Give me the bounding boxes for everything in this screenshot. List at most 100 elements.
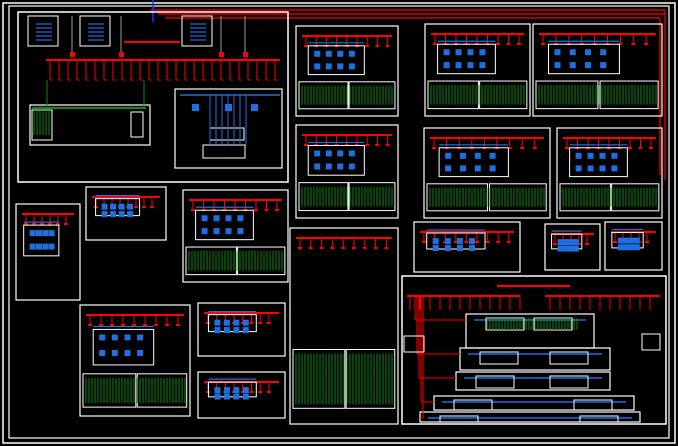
breaker-icon bbox=[258, 322, 263, 324]
distribution-tier bbox=[465, 313, 595, 349]
relay-icon bbox=[99, 349, 106, 356]
control-box bbox=[549, 351, 589, 365]
relay-icon bbox=[575, 152, 582, 159]
breaker-icon bbox=[240, 322, 245, 324]
relay-icon bbox=[569, 49, 576, 56]
breaker-icon bbox=[119, 52, 124, 57]
relay-icon bbox=[337, 50, 344, 57]
relay-icon bbox=[124, 349, 131, 356]
breaker-icon bbox=[258, 391, 263, 393]
relay-icon bbox=[127, 203, 134, 210]
terminal-box bbox=[611, 183, 660, 212]
relay-icon bbox=[623, 244, 630, 251]
relay-icon bbox=[314, 50, 321, 57]
breaker-icon bbox=[298, 247, 302, 249]
control-box bbox=[95, 198, 141, 217]
breaker-icon bbox=[191, 209, 195, 211]
relay-icon bbox=[432, 238, 439, 244]
relay-icon bbox=[214, 393, 221, 400]
breaker-icon bbox=[618, 43, 623, 45]
breaker-icon bbox=[638, 147, 643, 149]
breaker-icon bbox=[24, 223, 28, 225]
relay-icon bbox=[251, 104, 258, 111]
terminal-box bbox=[427, 80, 479, 110]
terminal-box bbox=[31, 109, 53, 141]
control-box bbox=[207, 314, 257, 333]
relay-icon bbox=[617, 237, 624, 244]
panel-frame bbox=[197, 371, 286, 419]
breaker-icon bbox=[70, 52, 75, 57]
relay-icon bbox=[600, 49, 607, 56]
breaker-icon bbox=[304, 144, 308, 146]
relay-icon bbox=[468, 245, 475, 251]
breaker-icon bbox=[385, 45, 390, 47]
drawing-inner-border bbox=[8, 5, 670, 439]
relay-icon bbox=[111, 334, 118, 341]
breaker-icon bbox=[565, 147, 569, 149]
control-box bbox=[207, 381, 257, 398]
relay-icon bbox=[48, 230, 55, 237]
relay-icon bbox=[611, 165, 618, 172]
transformer-box bbox=[79, 15, 111, 47]
relay-icon bbox=[137, 334, 144, 341]
control-box bbox=[307, 45, 365, 76]
panel-frame bbox=[604, 221, 663, 271]
main-panel-frame bbox=[17, 11, 289, 183]
breaker-icon bbox=[553, 243, 557, 245]
breaker-icon bbox=[384, 247, 389, 249]
breaker-icon bbox=[308, 247, 313, 249]
relay-icon bbox=[599, 152, 606, 159]
breaker-icon bbox=[56, 223, 60, 225]
relay-icon bbox=[225, 215, 232, 222]
relay-icon bbox=[214, 319, 221, 326]
breaker-icon bbox=[475, 241, 479, 243]
relay-icon bbox=[444, 245, 451, 251]
breaker-icon bbox=[422, 241, 426, 243]
relay-icon bbox=[48, 243, 55, 250]
control-box bbox=[23, 224, 60, 257]
breaker-icon bbox=[240, 391, 245, 393]
distribution-tier bbox=[455, 371, 611, 391]
relay-icon bbox=[233, 387, 240, 394]
control-box bbox=[439, 415, 479, 423]
relay-icon bbox=[110, 211, 117, 218]
panel-frame bbox=[424, 23, 531, 117]
panel-frame bbox=[556, 127, 663, 219]
relay-icon bbox=[479, 49, 486, 56]
relay-icon bbox=[628, 244, 635, 251]
relay-icon bbox=[459, 165, 466, 172]
distribution-panel bbox=[401, 275, 667, 425]
panel-frame bbox=[79, 304, 191, 417]
breaker-icon bbox=[432, 147, 436, 149]
relay-icon bbox=[223, 387, 230, 394]
relay-icon bbox=[575, 165, 582, 172]
breaker-icon bbox=[266, 391, 271, 393]
relay-icon bbox=[314, 63, 321, 70]
terminal-box bbox=[292, 349, 346, 409]
relay-icon bbox=[201, 215, 208, 222]
panel-frame bbox=[85, 186, 167, 241]
breaker-icon bbox=[352, 247, 356, 249]
breaker-icon bbox=[517, 43, 521, 45]
relay-icon bbox=[101, 203, 108, 210]
control-box bbox=[453, 399, 493, 411]
terminal-box bbox=[345, 349, 396, 409]
breaker-icon bbox=[154, 324, 158, 326]
grounding-box bbox=[29, 104, 151, 146]
relay-icon bbox=[600, 62, 607, 69]
breaker-icon bbox=[649, 147, 653, 149]
relay-icon bbox=[201, 228, 208, 235]
relay-icon bbox=[233, 319, 240, 326]
terminal-box bbox=[535, 80, 599, 110]
breaker-icon bbox=[385, 144, 390, 146]
relay-icon bbox=[474, 165, 481, 172]
breaker-icon bbox=[496, 43, 500, 45]
relay-icon bbox=[617, 244, 624, 251]
relay-icon bbox=[325, 63, 332, 70]
breaker-icon bbox=[304, 45, 308, 47]
relay-icon bbox=[567, 245, 574, 252]
breaker-icon bbox=[48, 223, 52, 225]
relay-icon bbox=[223, 327, 230, 334]
relay-icon bbox=[599, 165, 606, 172]
